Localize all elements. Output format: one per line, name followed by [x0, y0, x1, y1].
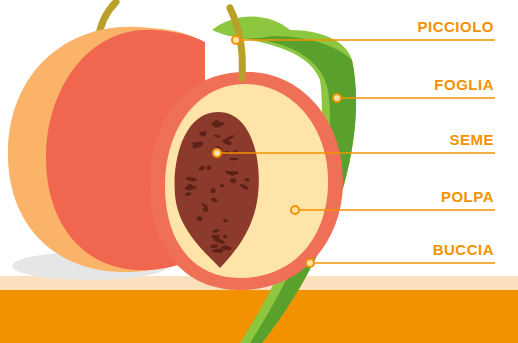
flesh [165, 84, 328, 278]
pit-texture [184, 119, 249, 253]
pit-spot [201, 203, 208, 208]
pit-spot [196, 215, 203, 221]
pit-spot [199, 131, 207, 136]
pit-spot [213, 134, 221, 138]
pit-spot [210, 188, 216, 194]
pit-spot [192, 142, 201, 146]
cut-skin [150, 72, 343, 290]
pit-spot [239, 183, 249, 191]
pit-spot [201, 130, 207, 135]
leaf-small [212, 17, 290, 39]
pit-spot [229, 178, 237, 184]
leader-lines [221, 40, 495, 263]
pit-spot [223, 235, 228, 239]
pit-spot [185, 187, 193, 191]
pit-spot [212, 229, 220, 234]
pit-spot [244, 178, 250, 182]
pit-spot [185, 176, 197, 182]
part-label: POLPA [441, 188, 494, 206]
part-label: FOGLIA [434, 76, 494, 94]
pit-spot [206, 165, 212, 171]
pit-spot [213, 237, 226, 245]
pit-spot [229, 158, 238, 161]
pit-spot [223, 219, 228, 222]
leader-dots [213, 36, 341, 267]
pit-spot [203, 207, 209, 212]
part-label: SEME [449, 131, 494, 149]
stem [230, 8, 242, 78]
pit-spot [191, 140, 204, 149]
pit-spot [217, 248, 223, 254]
pit-spot [228, 171, 238, 175]
pit [175, 112, 259, 268]
pit-spot [184, 192, 191, 197]
pit-spot [212, 249, 223, 253]
pit-spot [198, 165, 206, 171]
pit-spot [219, 184, 224, 187]
pit-spot [222, 138, 232, 145]
pit-spot [210, 197, 218, 203]
part-label: PICCIOLO [417, 18, 494, 36]
part-label: BUCCIA [433, 241, 494, 259]
pit-spot [210, 244, 218, 248]
pit-spot [213, 121, 225, 129]
